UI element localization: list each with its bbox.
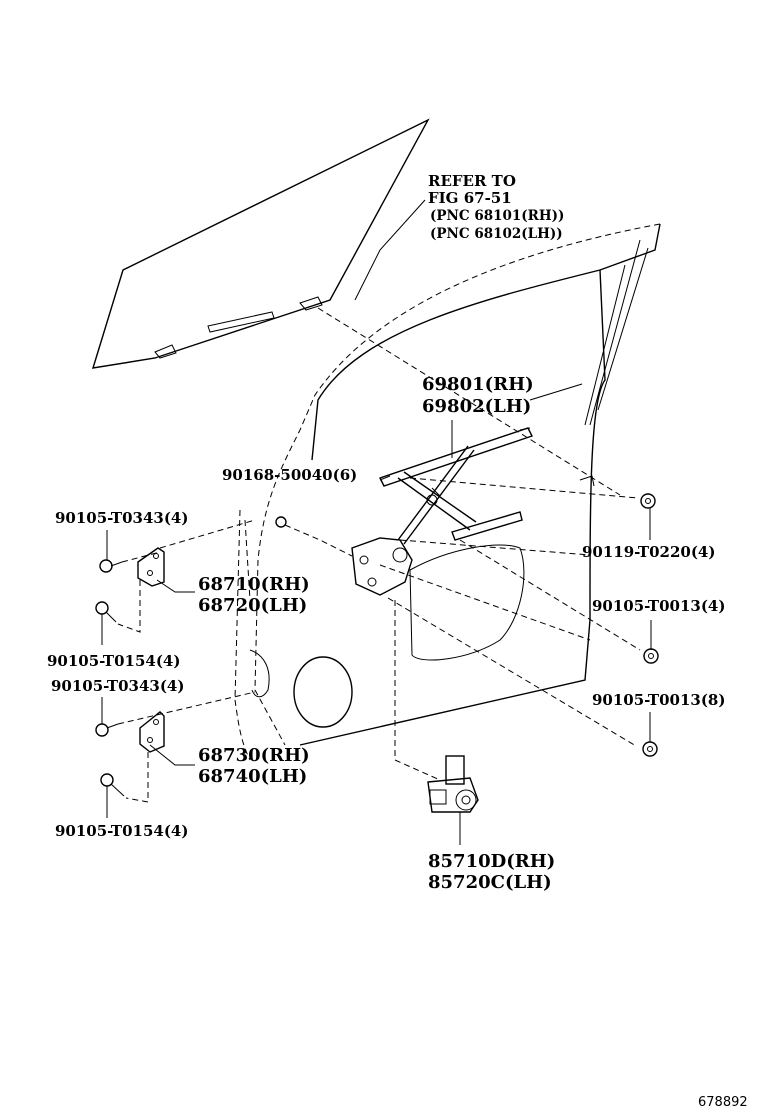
nut-icon[interactable] [643, 648, 659, 664]
label-bolt-t0013-b[interactable]: 90105-T0013(8) [592, 691, 725, 709]
bolt-icon[interactable] [95, 723, 119, 737]
label-regulator-lh[interactable]: 69802(LH) [422, 396, 531, 417]
label-motor-rh[interactable]: 85710D(RH) [428, 851, 555, 872]
regulator-motor[interactable] [427, 755, 479, 813]
label-bolt-t0343-a[interactable]: 90105-T0343(4) [55, 509, 188, 527]
label-bolt-50040[interactable]: 90168-50040(6) [222, 466, 357, 484]
label-hinge-upper-lh[interactable]: 68720(LH) [198, 595, 307, 616]
label-bolt-t0343-b[interactable]: 90105-T0343(4) [51, 677, 184, 695]
label-hinge-upper-rh[interactable]: 68710(RH) [198, 574, 310, 595]
refer-line2: FIG 67-51 [428, 189, 512, 207]
refer-line3: (PNC 68101(RH)) [430, 208, 564, 224]
bolt-icon[interactable] [100, 773, 125, 797]
bolt-icon[interactable] [275, 516, 287, 528]
label-bolt-t0154-a[interactable]: 90105-T0154(4) [47, 652, 180, 670]
label-bolt-t0154-b[interactable]: 90105-T0154(4) [55, 822, 188, 840]
refer-line4: (PNC 68102(LH)) [430, 226, 563, 242]
label-hinge-lower-lh[interactable]: 68740(LH) [198, 766, 307, 787]
label-motor-lh[interactable]: 85720C(LH) [428, 872, 552, 893]
label-hinge-lower-rh[interactable]: 68730(RH) [198, 745, 310, 766]
door-hinge-lower[interactable] [139, 711, 165, 753]
assembly-lines [117, 307, 641, 803]
window-regulator[interactable] [351, 427, 533, 596]
label-regulator-rh[interactable]: 69801(RH) [422, 374, 534, 395]
nut-icon[interactable] [640, 493, 656, 509]
refer-line1: REFER TO [428, 172, 516, 190]
door-panel[interactable] [234, 223, 661, 761]
bolt-icon[interactable] [95, 601, 117, 623]
bolt-icon[interactable] [99, 559, 123, 573]
door-glass[interactable] [92, 118, 430, 369]
label-bolt-t0220[interactable]: 90119-T0220(4) [582, 543, 715, 561]
leader-lines [101, 199, 652, 845]
door-hinge-upper[interactable] [137, 547, 165, 587]
label-bolt-t0013-a[interactable]: 90105-T0013(4) [592, 597, 725, 615]
illustration-number: 678892 [698, 1095, 748, 1110]
nut-icon[interactable] [642, 741, 658, 757]
